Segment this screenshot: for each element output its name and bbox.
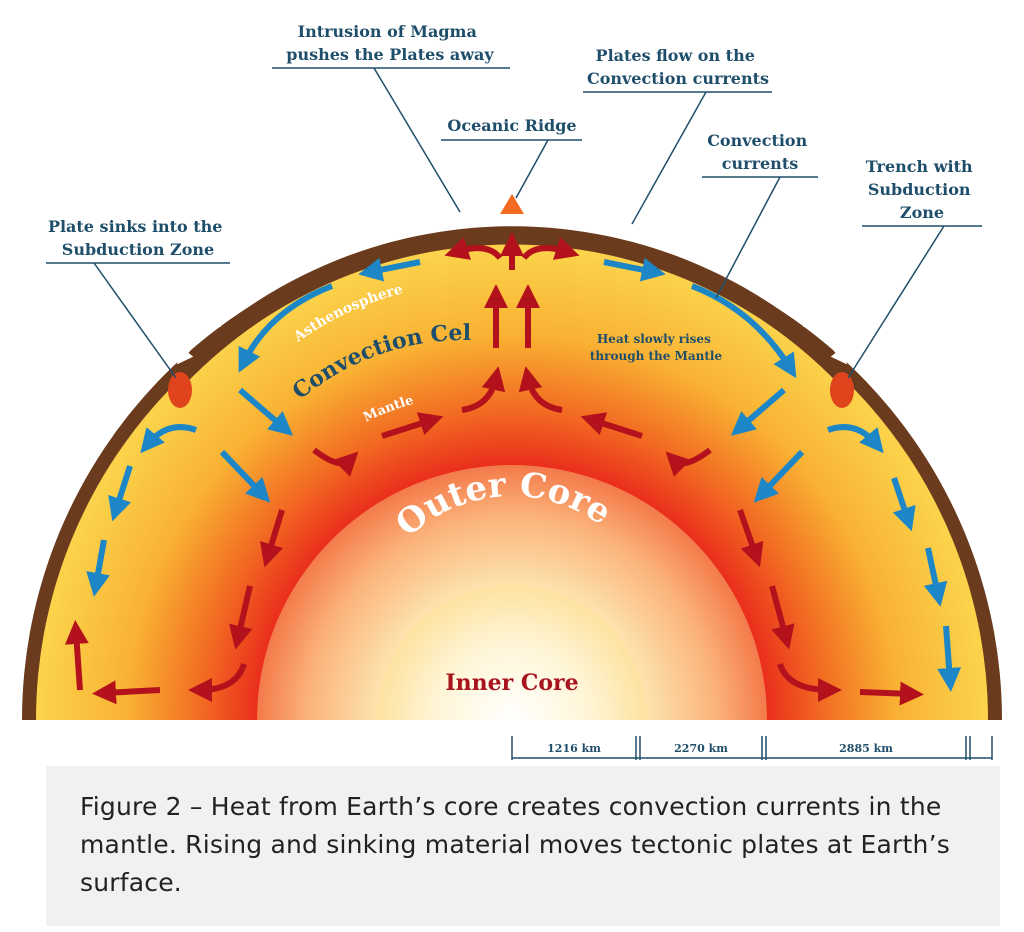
scale-outer-core: 2270 km (674, 742, 728, 755)
svg-text:Trench with Subduction: Trench with Subduction Zone (866, 157, 978, 222)
hot-convection-arrows (64, 232, 924, 706)
callout-oceanic-ridge: Oceanic Ridge (441, 116, 582, 199)
scale-mantle: 2885 km (839, 742, 893, 755)
scale-inner-core: 1216 km (547, 742, 601, 755)
depth-scale-bar (511, 736, 993, 760)
svg-text:Oceanic Ridge: Oceanic Ridge (447, 116, 576, 135)
callout-trench: Trench with Subduction Zone (847, 157, 982, 379)
callout-plates-flow: Plates flow on the Convection currents (583, 46, 772, 225)
lithosphere-plate (168, 226, 856, 392)
oceanic-ridge-peak (500, 194, 524, 214)
figure-caption: Figure 2 – Heat from Earth’s core create… (80, 792, 950, 897)
inner-core (377, 585, 647, 720)
subduction-zone-right (830, 372, 854, 408)
plate-motion-arrows (177, 211, 847, 365)
callout-convection-currents: Convection currents (702, 131, 818, 299)
callout-plate-sinks: Plate sinks into the Subduction Zone (46, 217, 230, 379)
figure-caption-box: Figure 2 – Heat from Earth’s core create… (46, 766, 1000, 926)
svg-text:Plates flow on the Conve: Plates flow on the Convection currents (587, 46, 769, 88)
svg-text:Intrusion of Magma pushe: Intrusion of Magma pushes the Plates awa… (286, 22, 494, 64)
callout-intrusion: Intrusion of Magma pushes the Plates awa… (272, 22, 510, 213)
heat-rises-label: Heat slowly rises through the Mantle (590, 332, 723, 363)
svg-text:Plate sinks into the Sub: Plate sinks into the Subduction Zone (48, 217, 228, 259)
svg-text:Convection currents: Convection currents (707, 131, 813, 173)
inner-core-label: Inner Core (445, 670, 578, 696)
cool-convection-arrows (86, 257, 962, 692)
subduction-zone-left (168, 372, 192, 408)
